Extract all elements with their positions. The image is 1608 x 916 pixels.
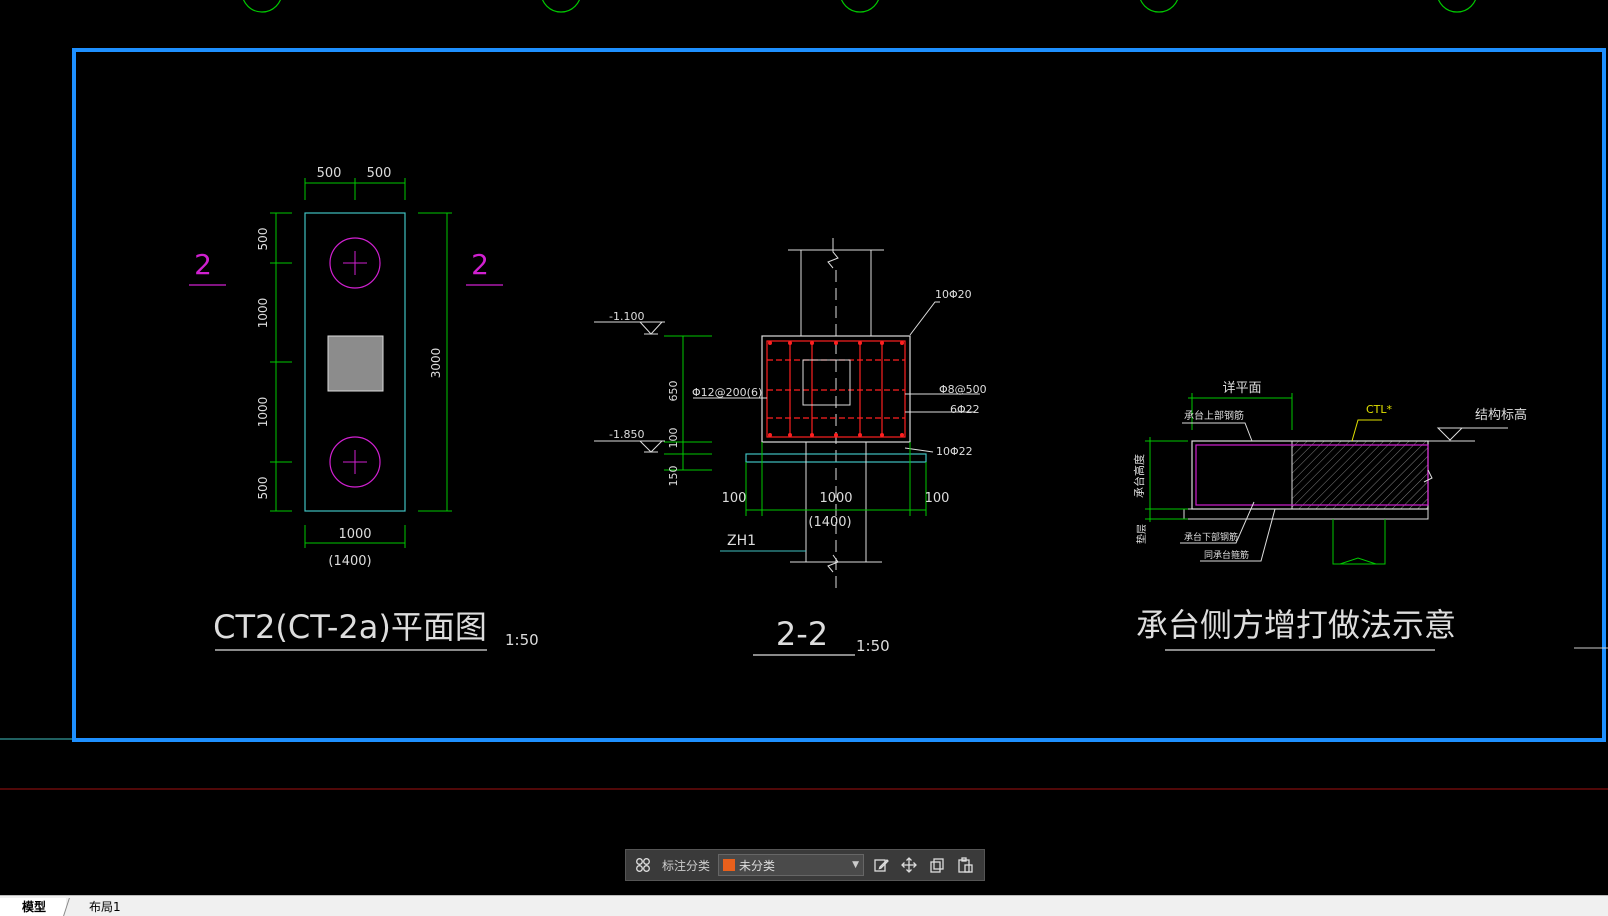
pile-label: ZH1 (727, 533, 756, 549)
plan-scale: 1:50 (505, 631, 539, 649)
tab-layout1[interactable]: 布局1 (63, 898, 144, 916)
plan-dim-top-1: 500 (317, 166, 342, 181)
elev-top: -1.100 (609, 310, 644, 323)
tab-model-label: 模型 (22, 900, 47, 914)
column-square (327, 335, 384, 392)
section-mark-left: 2 (194, 248, 212, 281)
edit-icon[interactable] (870, 854, 892, 876)
detail-view: 详平面 承台上部钢筋 CTL* 结构标高 承台高度 垫层 承台下部钢筋 同承台箍… (1132, 381, 1527, 651)
detail-label-same: 同承台箍筋 (1204, 549, 1249, 561)
tab-layout1-label: 布局1 (89, 900, 121, 914)
rebar-stirrup-label: Φ12@200(6) (692, 386, 762, 399)
detail-label-elev: 结构标高 (1475, 407, 1527, 423)
category-select[interactable]: 未分类 ▼ (718, 854, 865, 876)
plan-view: 500 500 500 1000 1000 500 3000 1000 (140… (189, 166, 539, 651)
toolbar-label: 标注分类 (662, 858, 711, 873)
axis-bubbles (243, 0, 1476, 13)
section-dim-h-paren: (1400) (808, 515, 851, 530)
detail-label-bottom-rebar: 承台下部钢筋 (1184, 531, 1238, 543)
detail-label-height: 承台高度 (1132, 454, 1146, 498)
category-select-value: 未分类 (739, 858, 776, 873)
rebar-bottom-label: 10Φ22 (936, 445, 973, 458)
plan-dim-left-1: 500 (256, 228, 270, 251)
detail-label-top: 详平面 (1222, 381, 1261, 396)
annotation-toolbar: 标注分类 未分类 ▼ (625, 849, 985, 881)
plan-dim-left-4: 500 (256, 477, 270, 500)
detail-title: 承台侧方增打做法示意 (1136, 606, 1456, 644)
plan-title: CT2(CT-2a)平面图 (213, 608, 487, 646)
section-dim-h-2: 1000 (819, 491, 852, 506)
detail-label-ctl: CTL* (1366, 403, 1393, 416)
cad-drawing: 500 500 500 1000 1000 500 3000 1000 (140… (0, 0, 1608, 790)
plan-dim-bottom: 1000 (338, 527, 371, 542)
pile-cap-outline (304, 212, 406, 512)
section-mark-right: 2 (471, 248, 489, 281)
plan-dim-top-2: 500 (367, 166, 392, 181)
paste-icon[interactable] (954, 854, 976, 876)
category-color-swatch (723, 859, 736, 871)
section-dim-v-3: 150 (667, 466, 680, 487)
section-dim-v-1: 650 (667, 381, 680, 402)
pile-circle-bottom (329, 436, 381, 488)
grid-icon[interactable] (632, 854, 654, 876)
section-dim-v-2: 100 (667, 428, 680, 449)
detail-label-cushion: 垫层 (1135, 524, 1148, 544)
elev-bottom: -1.850 (609, 428, 644, 441)
tab-model[interactable]: 模型 (0, 898, 67, 916)
pile-circle-top (329, 237, 381, 289)
layout-tabs: 模型 布局1 (0, 895, 1608, 916)
rebar-side2-label: 6Φ22 (950, 403, 980, 416)
copy-icon[interactable] (926, 854, 948, 876)
move-icon[interactable] (898, 854, 920, 876)
section-dim-h-3: 100 (925, 491, 950, 506)
plan-dim-right: 3000 (429, 348, 443, 379)
plan-dim-left-2: 1000 (256, 298, 270, 329)
section-title: 2-2 (776, 615, 828, 653)
rebar-side-label: Φ8@500 (939, 383, 987, 396)
section-dim-h-1: 100 (722, 491, 747, 506)
selection-frame[interactable] (72, 48, 1606, 742)
detail-label-top-rebar: 承台上部钢筋 (1184, 409, 1244, 422)
pile-cap-section (761, 335, 911, 443)
section-view: -1.100 -1.850 650 100 150 10Φ20 Φ12@200(… (594, 238, 987, 656)
chevron-down-icon: ▼ (852, 860, 860, 870)
plan-dim-bottom-paren: (1400) (328, 554, 371, 569)
drawing-canvas[interactable]: 500 500 500 1000 1000 500 3000 1000 (140… (0, 0, 1608, 895)
plan-dim-left-3: 1000 (256, 397, 270, 428)
rebar-top-label: 10Φ20 (935, 288, 972, 301)
section-scale: 1:50 (856, 637, 890, 655)
